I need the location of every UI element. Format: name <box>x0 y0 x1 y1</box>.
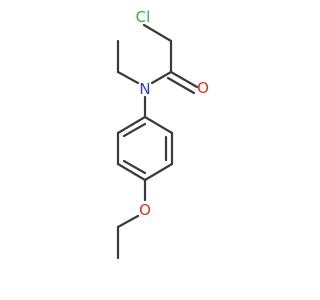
ring-double-2 <box>122 159 147 175</box>
molecule-structure: Cl O N O <box>116 8 209 260</box>
bond-carbonyl-double-2 <box>166 76 196 95</box>
bond-n-ethyl-ch2 <box>116 70 140 85</box>
chlorine-atom-label: Cl <box>136 8 151 26</box>
bond-carbonyl-double-1 <box>169 70 199 89</box>
ring-bond-4 <box>116 162 147 182</box>
ring-bond-1 <box>143 115 174 135</box>
bond-cl-ch2 <box>142 23 173 43</box>
carbonyl-oxygen-label: O <box>197 79 209 97</box>
bond-carbonyl-n <box>150 70 173 85</box>
ring-bond-6 <box>116 115 147 135</box>
bond-o-ch2 <box>116 214 140 229</box>
nitrogen-atom-label: N <box>139 80 150 98</box>
ether-oxygen-label: O <box>139 201 151 219</box>
ring-bond-3 <box>143 162 174 182</box>
ring-double-3 <box>122 122 147 138</box>
